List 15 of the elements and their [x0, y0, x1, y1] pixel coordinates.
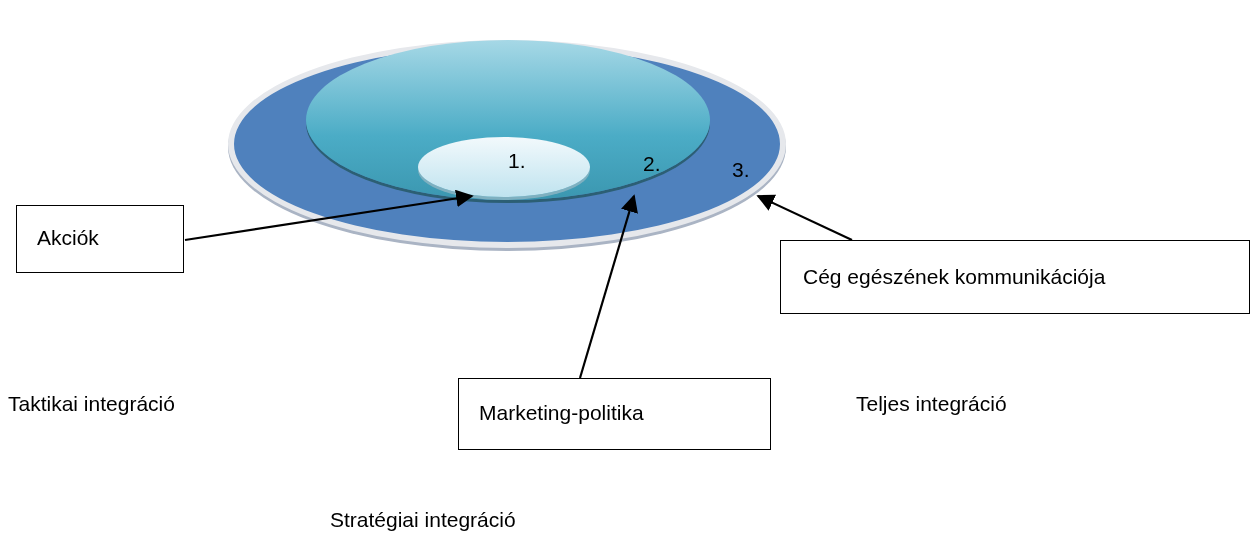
box-label: Cég egészének kommunikációja — [803, 265, 1106, 289]
ring-number: 3. — [732, 158, 750, 182]
arrow — [184, 189, 474, 242]
box-label: Marketing-politika — [479, 401, 644, 425]
arrow — [578, 194, 638, 379]
text-box — [780, 240, 1250, 314]
level-label: Stratégiai integráció — [330, 508, 516, 532]
ring-number: 2. — [643, 152, 661, 176]
level-label: Taktikai integráció — [8, 392, 175, 416]
ring-number: 1. — [508, 149, 526, 173]
box-label: Akciók — [37, 226, 99, 250]
level-label: Teljes integráció — [856, 392, 1007, 416]
arrow — [756, 194, 853, 241]
text-box — [16, 205, 184, 273]
text-box — [458, 378, 771, 450]
